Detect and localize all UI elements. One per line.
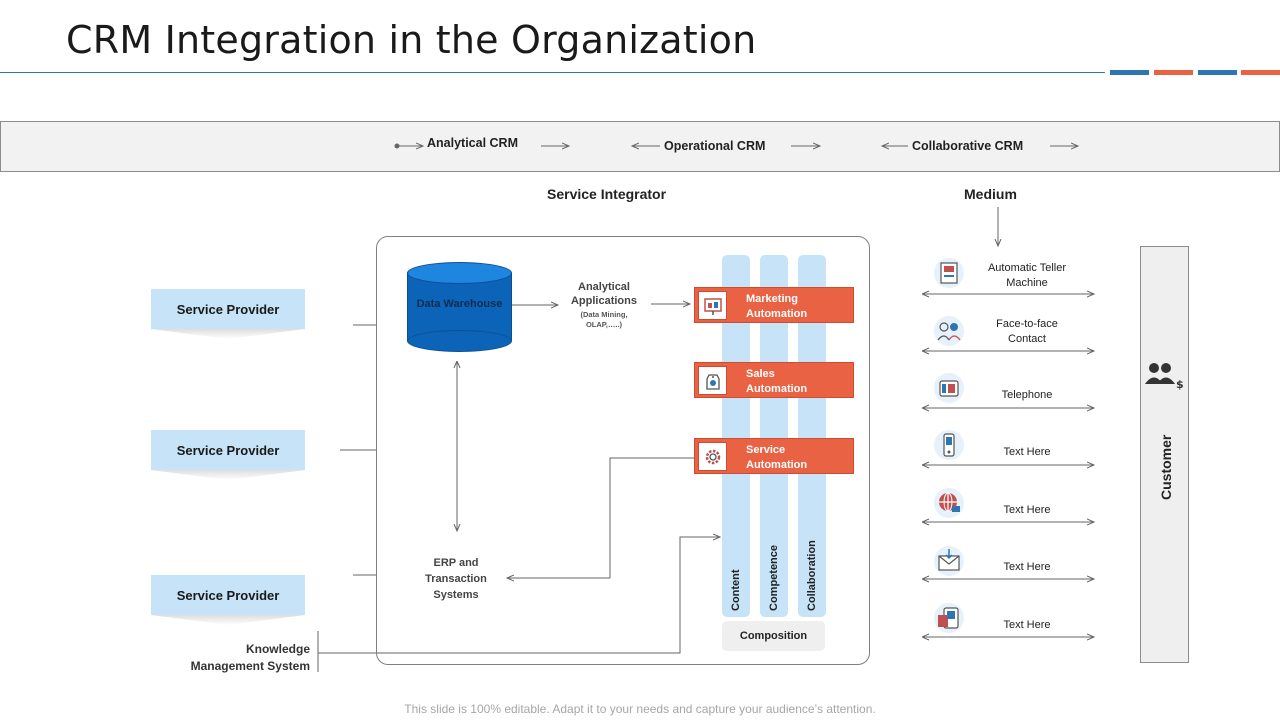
gear-icon xyxy=(698,442,727,471)
email-icon xyxy=(932,544,966,578)
medium-label-2: Face-to-face Contact xyxy=(996,318,1058,345)
svg-text:$: $ xyxy=(1176,378,1184,391)
sales-automation-label: Sales Automation xyxy=(746,368,808,395)
marketing-automation-label: Marketing Automation xyxy=(746,293,808,320)
decor-bar-orange-2 xyxy=(1241,70,1280,75)
service-provider-shadow-3 xyxy=(151,615,305,625)
medium-heading: Medium xyxy=(964,186,1017,202)
customer-group-icon: $ xyxy=(1143,360,1187,392)
medium-label-1: Automatic Teller Machine xyxy=(987,262,1067,289)
collaboration-column-label: Collaboration xyxy=(806,540,818,611)
data-warehouse-cylinder-bottom xyxy=(407,330,512,352)
face-to-face-icon xyxy=(932,314,966,348)
customer-box xyxy=(1140,246,1189,663)
analytical-applications-label: Analytical Applications xyxy=(570,281,637,307)
customer-label: Customer xyxy=(1158,434,1174,500)
medium-label-3: Telephone xyxy=(1001,389,1053,401)
telephone-icon xyxy=(932,371,966,405)
service-provider-shadow-2 xyxy=(151,470,305,480)
service-integrator-box xyxy=(376,236,870,665)
service-provider-box-2: Service Provider xyxy=(151,430,305,470)
decor-bar-blue-2 xyxy=(1198,70,1237,75)
medium-label-7: Text Here xyxy=(1003,619,1051,631)
medium-label-4: Text Here xyxy=(1003,446,1051,458)
service-provider-shadow-1 xyxy=(151,329,305,339)
service-automation-box: Service Automation xyxy=(694,438,854,474)
title-underline xyxy=(0,72,1105,73)
collaborative-crm-label: Collaborative CRM xyxy=(912,139,1024,153)
page-title: CRM Integration in the Organization xyxy=(66,18,757,62)
marketing-icon xyxy=(698,291,727,320)
decor-bar-orange-1 xyxy=(1154,70,1193,75)
sales-automation-box: Sales Automation xyxy=(694,362,854,398)
sales-tag-icon xyxy=(698,366,727,395)
composition-box: Composition xyxy=(722,621,825,651)
medium-label-6: Text Here xyxy=(1003,561,1051,573)
globe-icon xyxy=(932,486,966,520)
service-provider-box-1: Service Provider xyxy=(151,289,305,329)
data-warehouse-cylinder-top xyxy=(407,262,512,284)
content-column-label: Content xyxy=(730,569,742,611)
footer-note: This slide is 100% editable. Adapt it to… xyxy=(404,702,876,716)
service-provider-box-3: Service Provider xyxy=(151,575,305,615)
mobile-phone-icon xyxy=(932,428,966,462)
service-automation-label: Service Automation xyxy=(746,444,808,471)
data-warehouse-label: Data Warehouse xyxy=(416,298,503,310)
atm-icon xyxy=(932,256,966,290)
analytical-applications-subtitle: (Data Mining, OLAP,…..) xyxy=(580,310,628,329)
operational-crm-label: Operational CRM xyxy=(664,139,766,153)
marketing-automation-box: Marketing Automation xyxy=(694,287,854,323)
service-integrator-heading: Service Integrator xyxy=(547,186,667,202)
medium-label-5: Text Here xyxy=(1003,504,1051,516)
analytical-crm-label: Analytical CRM xyxy=(427,136,518,150)
competence-column-label: Competence xyxy=(768,544,780,611)
devices-icon xyxy=(932,601,966,635)
decor-bar-blue-1 xyxy=(1110,70,1149,75)
knowledge-management-label: Knowledge Management System xyxy=(190,642,310,673)
erp-label: ERP and Transaction Systems xyxy=(425,557,487,601)
